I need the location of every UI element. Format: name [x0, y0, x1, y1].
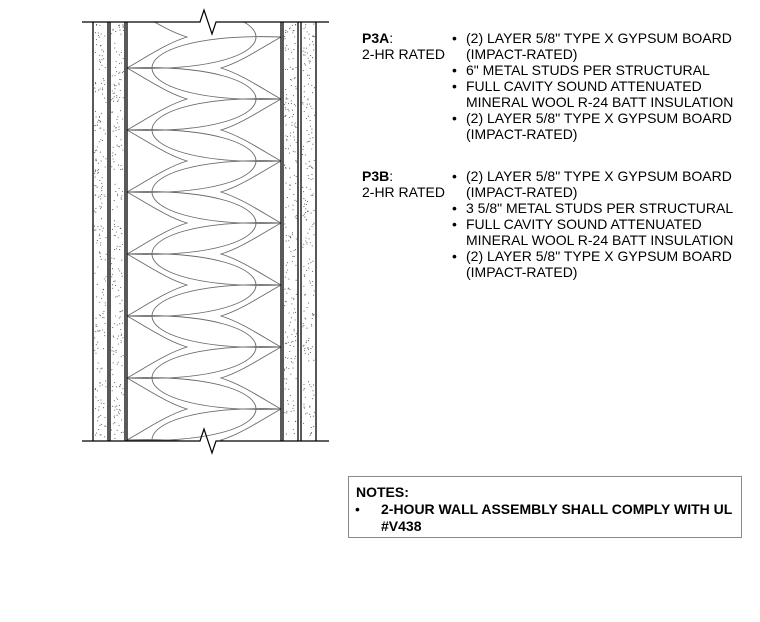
gypsum-stipple [301, 23, 316, 437]
assembly-code: P3B [362, 168, 390, 184]
break-line [82, 8, 329, 36]
assembly-tag: P3B: 2-HR RATED [362, 168, 445, 200]
assembly-tag: P3A: 2-HR RATED [362, 30, 445, 62]
gypsum-stipple [283, 23, 297, 435]
list-item: FULL CAVITY SOUND ATTENUATED MINERAL WOO… [452, 78, 742, 110]
list-item: (2) LAYER 5/8" TYPE X GYPSUM BOARD (IMPA… [452, 30, 742, 62]
list-item: (2) LAYER 5/8" TYPE X GYPSUM BOARD (IMPA… [452, 110, 742, 142]
notes-box: NOTES: • 2-HOUR WALL ASSEMBLY SHALL COMP… [348, 476, 742, 538]
note-item: 2-HOUR WALL ASSEMBLY SHALL COMPLY WITH U… [381, 501, 733, 534]
assembly-code: P3A [362, 30, 390, 46]
gypsum-stipple [93, 23, 107, 438]
wall-lines [82, 8, 329, 455]
gypsum-board-layers [93, 23, 316, 439]
list-item: FULL CAVITY SOUND ATTENUATED MINERAL WOO… [452, 216, 742, 248]
list-item: (2) LAYER 5/8" TYPE X GYPSUM BOARD (IMPA… [452, 168, 742, 200]
assembly-rating: 2-HR RATED [362, 46, 445, 62]
list-item: (2) LAYER 5/8" TYPE X GYPSUM BOARD (IMPA… [452, 248, 742, 280]
insulation-lobe [127, 439, 186, 441]
batt-insulation [127, 22, 281, 441]
assembly-rating: 2-HR RATED [362, 184, 445, 200]
bullet-icon: • [355, 501, 360, 517]
notes-title: NOTES: [356, 484, 409, 500]
assembly-items: (2) LAYER 5/8" TYPE X GYPSUM BOARD (IMPA… [452, 168, 742, 280]
list-item: 6" METAL STUDS PER STRUCTURAL [452, 62, 742, 78]
assembly-items: (2) LAYER 5/8" TYPE X GYPSUM BOARD (IMPA… [452, 30, 742, 142]
wall-section-diagram [82, 8, 329, 455]
break-line [82, 427, 329, 455]
list-item: 3 5/8" METAL STUDS PER STRUCTURAL [452, 200, 742, 216]
gypsum-stipple [110, 24, 124, 439]
